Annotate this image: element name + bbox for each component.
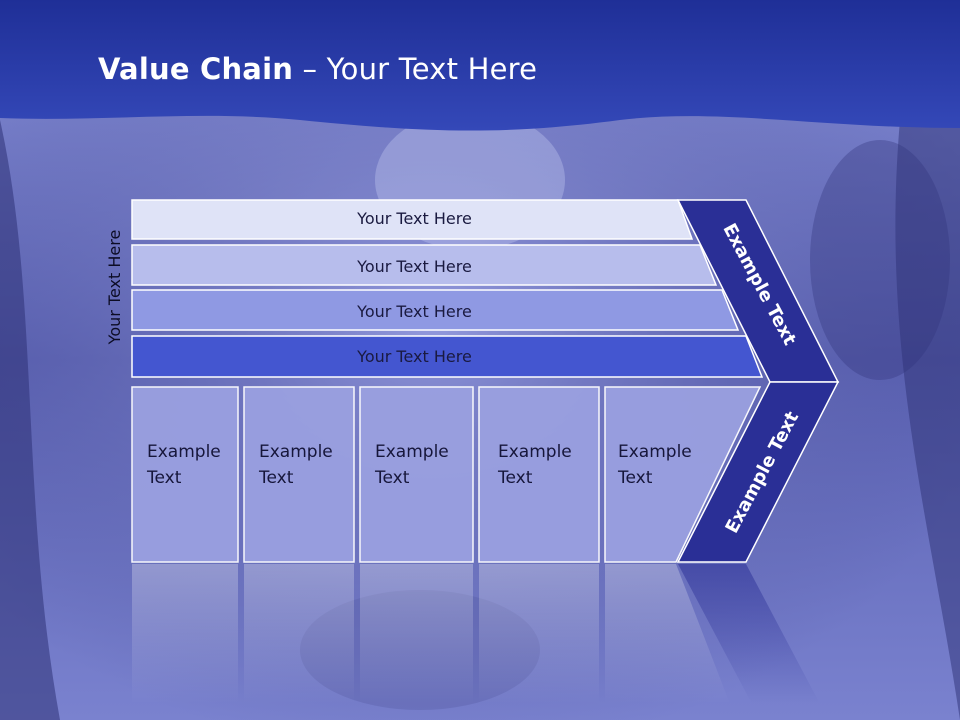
column-3 [359,386,474,563]
band-3 [131,289,740,331]
side-label: Your Text Here [105,229,124,345]
column-2 [243,386,355,563]
chevron-arrow-bottom [676,381,840,563]
band-4 [131,335,764,378]
band-label-1: Your Text Here [357,209,472,228]
band-label-2: Your Text Here [357,257,472,276]
column-1 [131,386,239,563]
band-label-3: Your Text Here [357,302,472,321]
column-5 [604,386,762,563]
slide-title: Value Chain – Your Text Here [98,52,538,86]
column-4 [478,386,600,563]
band-2 [131,244,718,286]
band-label-4: Your Text Here [357,347,472,366]
band-1 [131,199,694,240]
